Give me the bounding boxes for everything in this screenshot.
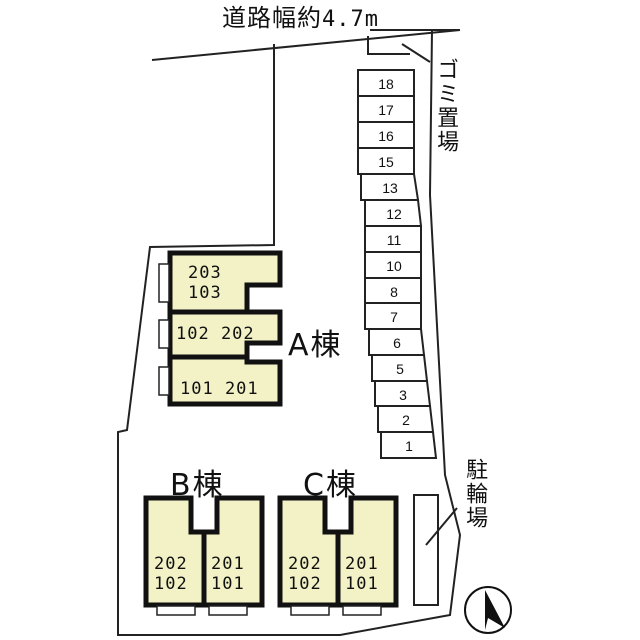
unit-number: 201 xyxy=(345,554,379,574)
building-c-name: C棟 xyxy=(303,468,358,503)
unit-number: 102 xyxy=(154,573,188,594)
garbage-area-label: ゴミ置場 xyxy=(433,58,459,154)
building-c-unit-202-102: 202 102 xyxy=(288,554,322,594)
unit-number: 201 xyxy=(211,554,245,574)
building-a-unit-102-202: 102 202 xyxy=(176,324,255,344)
building-b-name: B棟 xyxy=(170,468,225,503)
building-a-balconies xyxy=(158,263,170,396)
parking-slot: 17 xyxy=(378,102,394,118)
unit-number: 103 xyxy=(188,282,222,303)
parking-slot: 10 xyxy=(386,258,402,274)
parking-slot: 2 xyxy=(402,412,410,428)
lot-boundary xyxy=(117,29,462,636)
unit-number: 101 xyxy=(211,573,245,594)
parking-slot: 12 xyxy=(386,206,402,222)
building-a-unit-101-201: 101 201 xyxy=(180,379,259,399)
unit-number: 202 xyxy=(154,554,188,574)
parking-slot: 11 xyxy=(386,232,402,248)
parking-slot: 16 xyxy=(378,128,394,144)
parking-slot: 18 xyxy=(378,76,394,92)
parking-slot: 7 xyxy=(390,309,398,325)
parking-slot: 5 xyxy=(396,361,404,377)
building-c-entrances xyxy=(290,605,382,616)
unit-number: 202 xyxy=(288,554,322,574)
parking-slot: 8 xyxy=(390,284,398,300)
parking-slot: 15 xyxy=(378,154,394,170)
building-b-entrances xyxy=(156,605,248,616)
parking-slot: 6 xyxy=(393,335,401,351)
road-label-text: 道路幅約 xyxy=(222,4,322,32)
building-b-unit-201-101: 201 101 xyxy=(211,554,245,594)
road-edge xyxy=(151,29,461,61)
garbage-area xyxy=(367,36,431,63)
unit-number: 203 xyxy=(188,263,222,283)
bicycle-parking-area xyxy=(413,494,458,606)
building-c-unit-201-101: 201 101 xyxy=(345,554,379,594)
road-width-label: 道路幅約4.7m xyxy=(222,6,379,31)
building-b-unit-202-102: 202 102 xyxy=(154,554,188,594)
building-a-unit-203-103: 203 103 xyxy=(188,263,222,303)
north-arrow-icon xyxy=(464,586,512,634)
bicycle-parking-label: 駐輪場 xyxy=(462,458,488,530)
parking-slot: 1 xyxy=(405,438,413,454)
road-width-value: 4.7m xyxy=(322,7,379,32)
building-a xyxy=(167,250,283,407)
building-c xyxy=(277,495,399,608)
parking-slot: 3 xyxy=(399,387,407,403)
parking-slots xyxy=(357,69,438,459)
parking-slot: 13 xyxy=(382,180,398,196)
building-b xyxy=(143,495,265,608)
unit-number: 101 xyxy=(345,573,379,594)
unit-number: 102 xyxy=(288,573,322,594)
building-a-name: A棟 xyxy=(288,328,343,363)
